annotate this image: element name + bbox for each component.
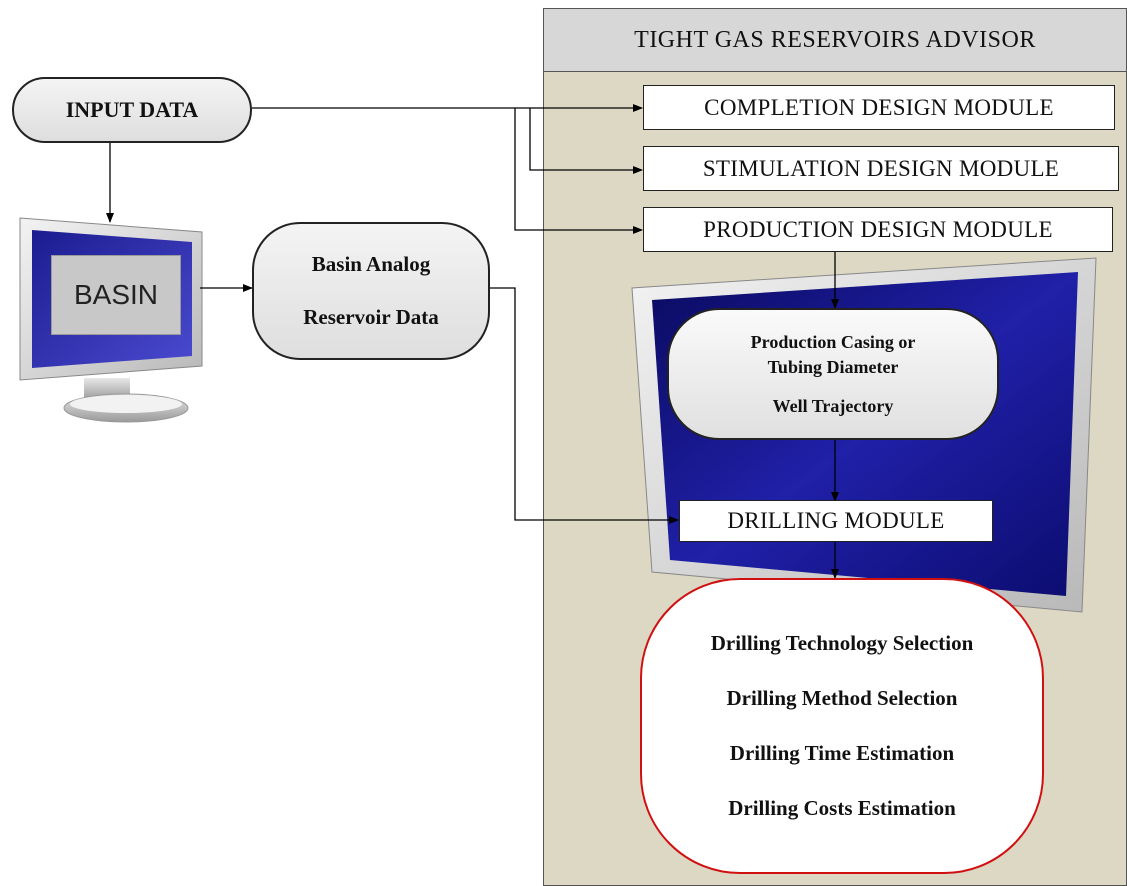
stimulation-design-module: STIMULATION DESIGN MODULE xyxy=(643,146,1119,191)
production-output-node: Production Casing or Tubing Diameter Wel… xyxy=(667,308,999,440)
drilling-output-item: Drilling Time Estimation xyxy=(729,741,955,765)
advisor-title: TIGHT GAS RESERVOIRS ADVISOR xyxy=(543,8,1127,72)
production-output-line1: Production Casing or xyxy=(750,331,916,352)
input-data-node: INPUT DATA xyxy=(12,77,252,143)
drilling-output-item: Drilling Technology Selection xyxy=(710,631,974,655)
production-design-module: PRODUCTION DESIGN MODULE xyxy=(643,207,1113,252)
basin-analog-node: Basin Analog Reservoir Data xyxy=(252,222,490,360)
completion-design-module: COMPLETION DESIGN MODULE xyxy=(643,85,1115,130)
drilling-module: DRILLING MODULE xyxy=(679,500,993,542)
basin-analog-line2: Reservoir Data xyxy=(303,305,439,329)
drilling-output-item: Drilling Costs Estimation xyxy=(728,796,956,820)
drilling-output-node: Drilling Technology Selection Drilling M… xyxy=(640,578,1044,874)
production-output-line3: Well Trajectory xyxy=(772,395,894,416)
drilling-output-item: Drilling Method Selection xyxy=(726,686,958,710)
production-output-line2: Tubing Diameter xyxy=(767,356,899,377)
basin-screen-label: BASIN xyxy=(51,255,181,335)
basin-analog-line1: Basin Analog xyxy=(311,252,431,276)
input-data-label: INPUT DATA xyxy=(65,97,199,122)
